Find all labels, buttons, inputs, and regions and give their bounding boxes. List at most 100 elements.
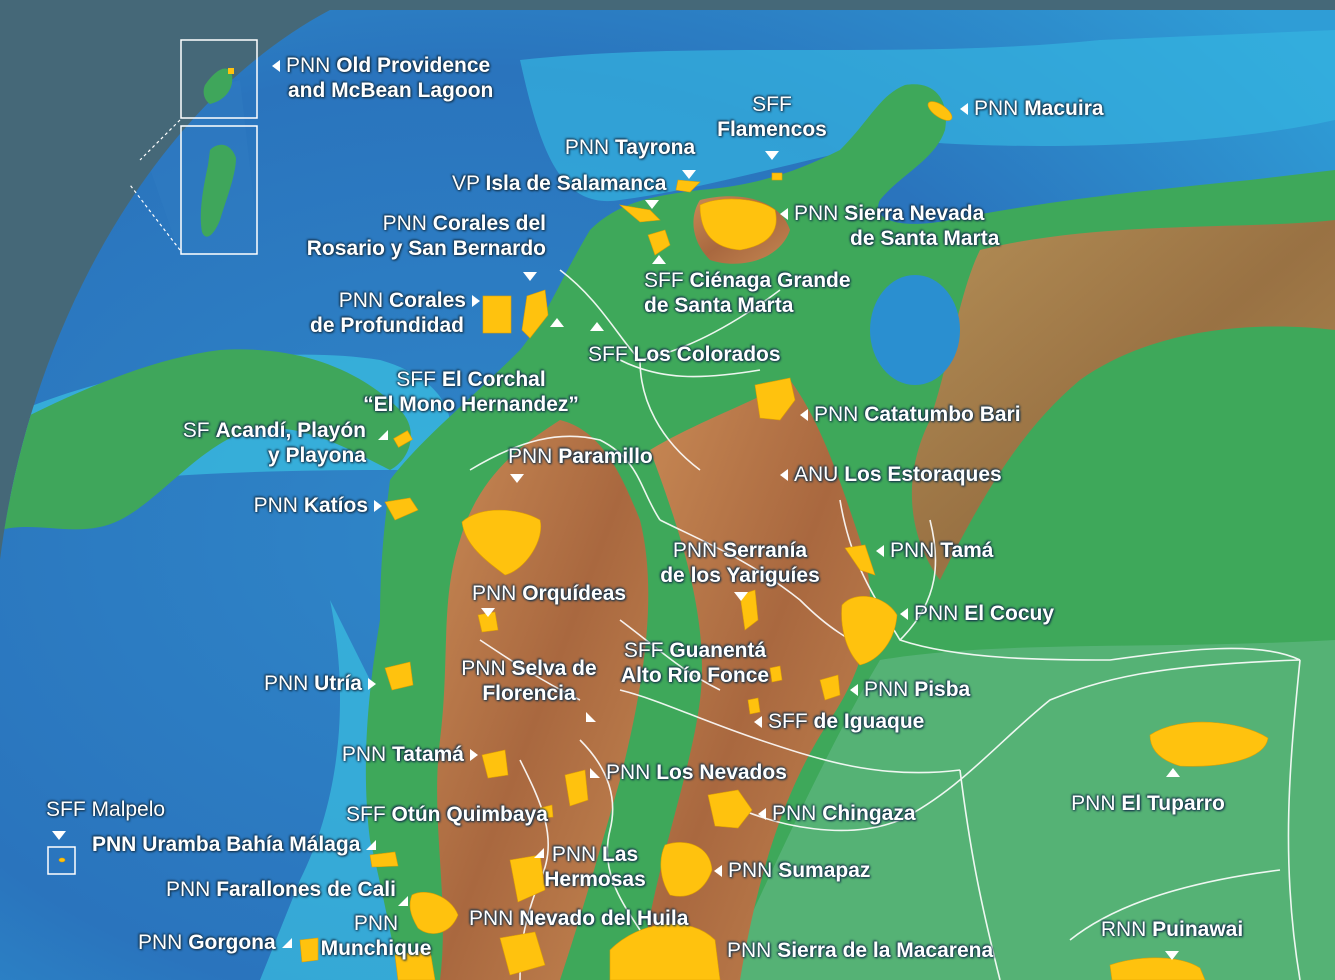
label-catatumbo[interactable]: PNN Catatumbo Bari [800, 402, 1021, 427]
park-tatama [481, 749, 509, 779]
pointer-icon [734, 592, 748, 601]
park-chingaza [707, 789, 753, 829]
pointer-icon [800, 409, 808, 422]
islands-inset [129, 39, 258, 255]
label-corchal[interactable]: SFF El Corchal “El Mono Hernandez” [363, 368, 579, 416]
label-tatama[interactable]: PNN Tatamá [300, 742, 478, 767]
park-flamencos [771, 172, 783, 181]
label-estoraques[interactable]: ANU Los Estoraques [780, 462, 1002, 487]
park-malpelo [58, 857, 66, 863]
label-colorados[interactable]: SFF Los Colorados [588, 343, 781, 366]
park-katios [384, 497, 419, 521]
inset-frame-top [180, 39, 258, 119]
label-katios[interactable]: PNN Katíos [200, 493, 382, 518]
label-guanenta[interactable]: SFF Guanentá Alto Río Fonce [620, 639, 770, 687]
pointer-icon [900, 608, 908, 621]
label-chingaza[interactable]: PNN Chingaza [758, 801, 916, 826]
pointer-icon [378, 430, 388, 440]
pointer-icon [652, 255, 666, 264]
pointer-icon [780, 469, 788, 482]
park-cocuy [841, 596, 898, 666]
label-huila[interactable]: PNN Nevado del Huila [469, 907, 689, 930]
park-cienaga [647, 229, 671, 256]
pointer-icon [534, 848, 544, 858]
lake-maracaibo [870, 275, 960, 385]
label-gorgona[interactable]: PNN Gorgona [138, 930, 292, 955]
label-salamanca[interactable]: VP Isla de Salamanca [452, 172, 667, 195]
label-macuira[interactable]: PNN Macuira [960, 96, 1104, 121]
park-huila [499, 931, 546, 976]
label-iguaque[interactable]: SFF de Iguaque [754, 709, 924, 734]
protected-areas [58, 101, 1269, 980]
pointer-icon [765, 150, 779, 160]
san-andres-island [200, 144, 236, 237]
park-snsm [699, 198, 777, 251]
pointer-icon [481, 608, 495, 617]
pointer-icon [590, 768, 600, 779]
label-tama[interactable]: PNN Tamá [876, 538, 994, 563]
label-utria[interactable]: PNN Utría [220, 671, 376, 696]
malpelo-inset [47, 846, 76, 875]
venezuela-andes [911, 220, 1335, 580]
label-munchique[interactable]: PNN Munchique [320, 912, 432, 960]
label-paramillo[interactable]: PNN Paramillo [508, 445, 653, 468]
pointer-icon [52, 830, 66, 840]
pointer-icon [850, 684, 858, 697]
park-guanenta [769, 665, 783, 683]
providence-island [203, 68, 233, 104]
pointer-icon [368, 678, 376, 691]
park-tuparro [1149, 721, 1269, 767]
label-old-providence[interactable]: PNN Old Providence and McBean Lagoon [272, 53, 493, 103]
label-malpelo[interactable]: SFF Malpelo [46, 797, 165, 847]
pointer-icon [645, 200, 659, 209]
label-macarena[interactable]: PNN Sierra de la Macarena [727, 939, 994, 962]
label-orquideas[interactable]: PNN Orquídeas [472, 582, 627, 605]
label-cocuy[interactable]: PNN El Cocuy [900, 601, 1054, 626]
label-hermosas[interactable]: PNN Las Hermosas [544, 843, 646, 891]
pointer-icon [754, 716, 762, 729]
park-profundidad [482, 295, 512, 334]
label-yariguies[interactable]: PNN Serranía de los Yariguíes [660, 539, 820, 587]
park-nevados [564, 769, 589, 807]
pointer-icon [510, 474, 524, 483]
label-uramba[interactable]: PNN Uramba Bahía Málaga [92, 832, 377, 857]
label-sierra-nevada[interactable]: PNN Sierra Nevada de Santa Marta [780, 201, 999, 251]
label-otun[interactable]: SFF Otún Quimbaya [346, 803, 548, 826]
label-pisba[interactable]: PNN Pisba [850, 677, 970, 702]
park-munchique [394, 949, 436, 980]
park-otun [539, 804, 554, 819]
pointer-icon [472, 295, 480, 308]
pacific-shelf [260, 600, 420, 980]
pointer-icon [714, 865, 722, 878]
park-rosario [521, 289, 549, 339]
park-pisba [819, 674, 841, 701]
park-iguaque [747, 697, 761, 715]
pointer-icon [758, 808, 766, 821]
label-cienaga[interactable]: SFF Ciénaga Grande de Santa Marta [644, 269, 851, 317]
pointer-icon [1165, 950, 1179, 960]
pointer-icon [281, 938, 292, 949]
pointer-icon [876, 545, 884, 558]
park-farallones [409, 892, 459, 934]
label-florencia[interactable]: PNN Selva de Florencia [461, 657, 597, 705]
label-sumapaz[interactable]: PNN Sumapaz [714, 858, 870, 883]
pointer-icon [586, 712, 596, 722]
label-farallones[interactable]: PNN Farallones de Cali [166, 878, 396, 901]
label-tayrona[interactable]: PNN Tayrona [564, 136, 696, 159]
label-acandi[interactable]: SF Acandí, Playón y Playona [182, 419, 366, 467]
pointer-icon [960, 103, 968, 116]
providence-park [228, 68, 234, 74]
label-puinawai[interactable]: RNN Puinawai [1094, 917, 1250, 967]
label-tuparro[interactable]: PNN El Tuparro [1071, 792, 1225, 815]
label-profundidad[interactable]: PNN Corales de Profundidad [300, 288, 480, 338]
pointer-icon [780, 208, 788, 221]
inset-frame-bottom [180, 125, 258, 255]
label-rosario[interactable]: PNN Corales del Rosario y San Bernardo [306, 212, 546, 260]
pointer-icon [398, 896, 408, 906]
park-catatumbo [754, 377, 796, 421]
label-nevados[interactable]: PNN Los Nevados [590, 760, 787, 785]
